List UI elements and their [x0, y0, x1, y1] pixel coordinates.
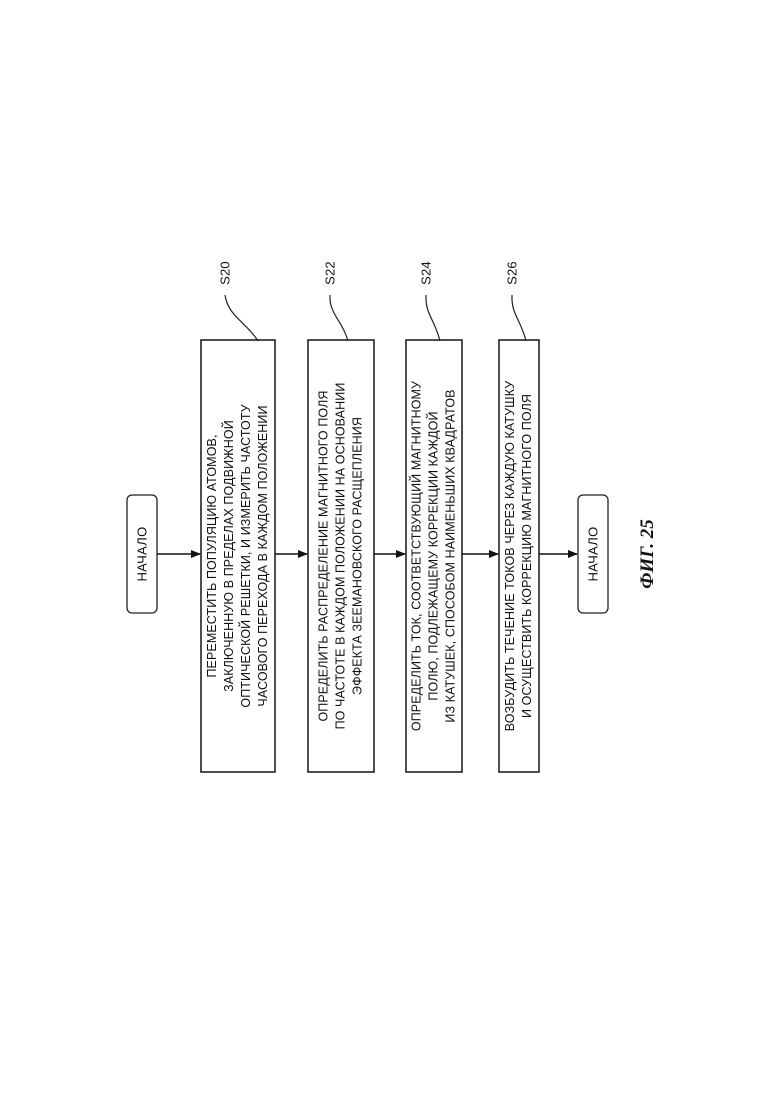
step-s24-line-3: ИЗ КАТУШЕК, СПОСОБОМ НАИМЕНЬШИХ КВАДРАТО… — [443, 381, 460, 731]
step-s24-line-2: ПОЛЮ, ПОДЛЕЖАЩЕМУ КОРРЕКЦИИ КАЖДОЙ — [426, 381, 443, 731]
step-s20-line-4: ЧАСОВОГО ПЕРЕХОДА В КАЖДОМ ПОЛОЖЕНИИ — [255, 404, 272, 707]
step-s26-line-2: И ОСУЩЕСТВИТЬ КОРРЕКЦИЮ МАГНИТНОГО ПОЛЯ — [519, 381, 536, 732]
step-tag-s20: S20 — [218, 261, 233, 285]
step-text-s20: ПЕРЕМЕСТИТЬ ПОПУЛЯЦИЮ АТОМОВ, ЗАКЛЮЧЕННУ… — [204, 404, 272, 707]
leader-line-s24 — [426, 295, 440, 341]
step-s24-line-1: ОПРЕДЕЛИТЬ ТОК, СООТВЕТСТВУЮЩИЙ МАГНИТНО… — [409, 381, 426, 731]
leader-line-s26 — [512, 295, 526, 341]
figure-caption: ФИГ. 25 — [637, 519, 659, 588]
step-s20-line-3: ОПТИЧЕСКОЙ РЕШЕТКИ, И ИЗМЕРИТЬ ЧАСТОТУ — [238, 404, 255, 707]
step-text-s26: ВОЗБУДИТЬ ТЕЧЕНИЕ ТОКОВ ЧЕРЕЗ КАЖДУЮ КАТ… — [502, 381, 536, 732]
step-s26-line-1: ВОЗБУДИТЬ ТЕЧЕНИЕ ТОКОВ ЧЕРЕЗ КАЖДУЮ КАТ… — [502, 381, 519, 732]
end-label: НАЧАЛО — [586, 526, 601, 581]
step-s22-line-2: ПО ЧАСТОТЕ В КАЖДОМ ПОЛОЖЕНИИ НА ОСНОВАН… — [333, 383, 350, 730]
step-text-s22: ОПРЕДЕЛИТЬ РАСПРЕДЕЛЕНИЕ МАГНИТНОГО ПОЛЯ… — [316, 383, 367, 730]
step-tag-s22: S22 — [323, 261, 338, 285]
step-tag-s26: S26 — [505, 261, 520, 285]
step-s20-line-1: ПЕРЕМЕСТИТЬ ПОПУЛЯЦИЮ АТОМОВ, — [204, 404, 221, 707]
step-text-s24: ОПРЕДЕЛИТЬ ТОК, СООТВЕТСТВУЮЩИЙ МАГНИТНО… — [409, 381, 460, 731]
step-s22-line-3: ЭФФЕКТА ЗЕЕМАНОВСКОГО РАСЩЕПЛЕНИЯ — [350, 383, 367, 730]
step-s22-line-1: ОПРЕДЕЛИТЬ РАСПРЕДЕЛЕНИЕ МАГНИТНОГО ПОЛЯ — [316, 383, 333, 730]
start-label: НАЧАЛО — [135, 526, 150, 581]
step-s20-line-2: ЗАКЛЮЧЕННУЮ В ПРЕДЕЛАХ ПОДВИЖНОЙ — [221, 404, 238, 707]
step-tag-s24: S24 — [419, 261, 434, 285]
leader-line-s22 — [330, 295, 348, 341]
leader-line-s20 — [225, 295, 258, 341]
